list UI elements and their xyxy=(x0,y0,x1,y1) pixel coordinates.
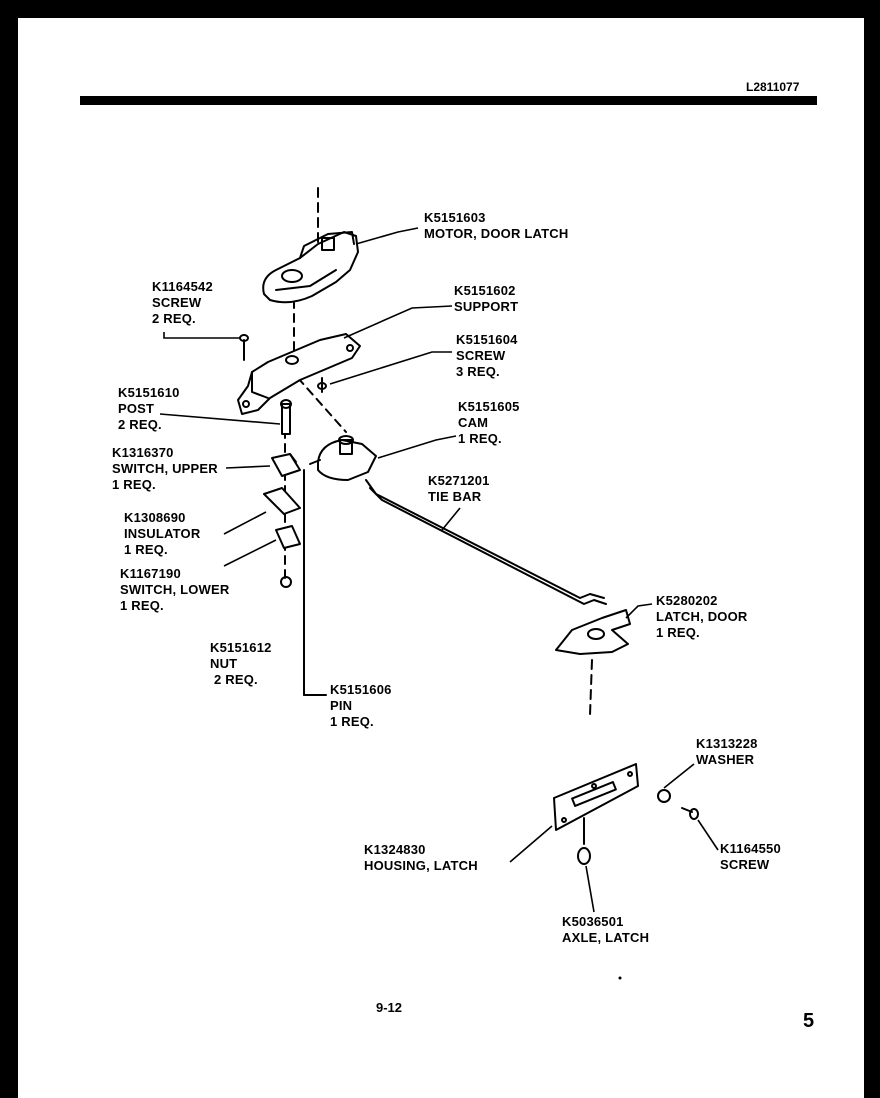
header-rule xyxy=(80,96,817,105)
centerline-support-cam xyxy=(297,377,347,433)
motor-door-latch xyxy=(262,231,359,304)
pin-part xyxy=(309,459,321,465)
document-id: L2811077 xyxy=(746,80,800,94)
switch-lower-part xyxy=(275,525,301,549)
leader-tie-bar xyxy=(441,507,461,531)
leader-motor xyxy=(355,227,419,245)
support-bracket xyxy=(237,333,361,415)
washer-part xyxy=(657,789,671,803)
page-number: 5 xyxy=(803,1010,815,1032)
leader-housing xyxy=(509,825,553,863)
insulator-part xyxy=(263,487,301,515)
leader-screw-support xyxy=(329,351,452,385)
screw-support-part xyxy=(317,377,327,393)
leader-washer xyxy=(663,763,695,789)
housing-latch-part xyxy=(553,763,639,831)
tie-bar-part xyxy=(365,479,607,605)
leader-insulator xyxy=(223,511,267,535)
leader-axle xyxy=(585,865,595,913)
centerline-latch-bottom xyxy=(589,659,593,716)
leader-screw-housing xyxy=(697,819,719,851)
stray-dot xyxy=(618,976,622,980)
leader-latch-door xyxy=(625,603,653,619)
leader-cam xyxy=(377,435,457,459)
parts-sheet xyxy=(18,18,864,1098)
screw-housing-part xyxy=(681,807,699,820)
switch-upper-part xyxy=(271,453,301,477)
axle-part xyxy=(577,817,591,865)
leader-post xyxy=(159,413,281,425)
screw-upper-part xyxy=(239,334,249,361)
leader-switch-lower xyxy=(223,539,277,567)
post-part xyxy=(280,399,292,435)
nut-part xyxy=(280,576,292,588)
leader-switch-upper xyxy=(225,465,271,469)
latch-door-part xyxy=(555,609,631,655)
page-code: 9-12 xyxy=(376,1000,403,1015)
cam-part xyxy=(317,435,377,481)
leader-screw-upper xyxy=(163,332,240,339)
leader-support xyxy=(343,305,453,339)
